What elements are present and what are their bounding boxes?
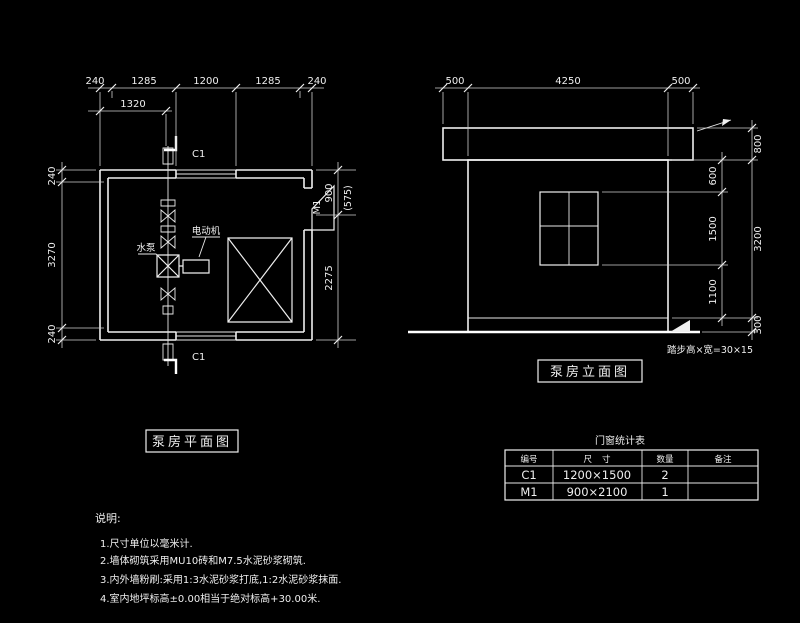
plan-pipe-fittings <box>160 147 176 361</box>
table-cell-qty: 2 <box>661 468 668 482</box>
plan-dim-1285-b: 1285 <box>255 76 280 87</box>
elevation-steps-symbol <box>670 320 690 332</box>
elev-dim-1100: 1100 <box>708 279 719 304</box>
note-line-4: 4.室内地坪标高±0.00相当于绝对标高+30.00米. <box>100 592 320 605</box>
elev-dim-4250: 4250 <box>555 76 580 87</box>
elev-dim-600: 600 <box>708 166 719 185</box>
door-window-table: 门窗统计表 编号 尺寸 数量 备注 C1 1200×1500 2 M1 900×… <box>504 434 759 501</box>
elev-dim-800: 800 <box>753 134 764 153</box>
table-grid-lines <box>505 450 758 500</box>
plan-dim-right-900: 900 <box>324 183 335 202</box>
plan-dim-right-2275: 2275 <box>324 265 335 290</box>
plan-pump-label: 水泵 <box>136 242 156 254</box>
elev-dim-500-right: 500 <box>671 76 690 87</box>
table-header-size: 尺寸 <box>583 454 620 465</box>
plan-dim-left-240-top: 240 <box>47 166 58 185</box>
plan-dim-240-right: 240 <box>307 76 326 87</box>
elev-dim-500-left: 500 <box>445 76 464 87</box>
elevation-step-note: 踏步高×宽=30×15 <box>667 344 753 356</box>
table-cell-id: C1 <box>521 468 536 482</box>
plan-dim-1285-a: 1285 <box>131 76 156 87</box>
elev-dim-3200: 3200 <box>753 226 764 251</box>
table-row: C1 1200×1500 2 <box>521 468 668 482</box>
plan-dim-left-240-bot: 240 <box>47 324 58 343</box>
elevation-view: 500 4250 500 600 1500 1100 800 3200 300 … <box>408 76 764 383</box>
notes-heading: 说明: <box>95 511 121 525</box>
plan-pump-symbol <box>156 254 210 278</box>
note-line-2: 2.墙体砌筑采用MU10砖和M7.5水泥砂浆砌筑. <box>100 554 306 567</box>
plan-dim-ticks <box>57 83 343 345</box>
notes-block: 说明: 1.尺寸单位以毫米计. 2.墙体砌筑采用MU10砖和M7.5水泥砂浆砌筑… <box>95 511 341 605</box>
elevation-title-box <box>537 359 643 383</box>
elevation-wall <box>467 159 669 333</box>
plan-window-top-label: C1 <box>192 149 205 160</box>
elevation-dim-lines <box>435 87 758 340</box>
plan-window-bottom-label: C1 <box>192 352 205 363</box>
plan-foundation-pad <box>227 237 293 323</box>
table-cell-qty: 1 <box>661 485 668 499</box>
plan-dim-left-3270: 3270 <box>47 242 58 267</box>
note-line-3: 3.内外墙粉刷:采用1:3水泥砂浆打底,1:2水泥砂浆抹面. <box>100 573 341 586</box>
plan-door-label: M1 <box>312 200 323 215</box>
plan-leader-lines <box>138 236 220 263</box>
elev-dim-300: 300 <box>753 315 764 334</box>
plan-door-leaf <box>311 184 335 231</box>
table-header-id: 编号 <box>520 454 537 465</box>
table-cell-size: 900×2100 <box>567 485 628 499</box>
table-header-qty: 数量 <box>656 454 674 465</box>
note-line-1: 1.尺寸单位以毫米计. <box>100 537 193 550</box>
plan-window-symbols <box>176 169 236 341</box>
plan-title-box <box>145 429 239 453</box>
plan-dim-1200: 1200 <box>193 76 218 87</box>
plan-walls <box>99 169 313 341</box>
table-row: M1 900×2100 1 <box>520 485 668 499</box>
plan-dim-lines <box>56 87 356 348</box>
table-header-note: 备注 <box>714 454 732 465</box>
table-border <box>504 449 759 501</box>
elev-dim-1500: 1500 <box>708 216 719 241</box>
plan-dim-1320: 1320 <box>120 99 145 110</box>
elevation-window <box>539 191 599 266</box>
elevation-window-mullions <box>540 192 598 265</box>
plan-title: 泵房平面图 <box>152 434 232 450</box>
table-cell-id: M1 <box>520 485 537 499</box>
plan-motor-label: 电动机 <box>192 225 221 237</box>
table-title: 门窗统计表 <box>595 434 645 447</box>
plan-dim-right-575: (575) <box>343 185 354 211</box>
elevation-roof <box>442 127 694 161</box>
table-cell-size: 1200×1500 <box>563 468 631 482</box>
plan-view: 240 1285 1200 1285 240 1320 240 3270 240… <box>47 76 356 453</box>
elevation-roof-arrowhead <box>722 119 731 126</box>
elevation-title: 泵房立面图 <box>550 364 630 380</box>
plan-dim-240-left: 240 <box>85 76 104 87</box>
elevation-dim-ticks <box>438 83 757 337</box>
